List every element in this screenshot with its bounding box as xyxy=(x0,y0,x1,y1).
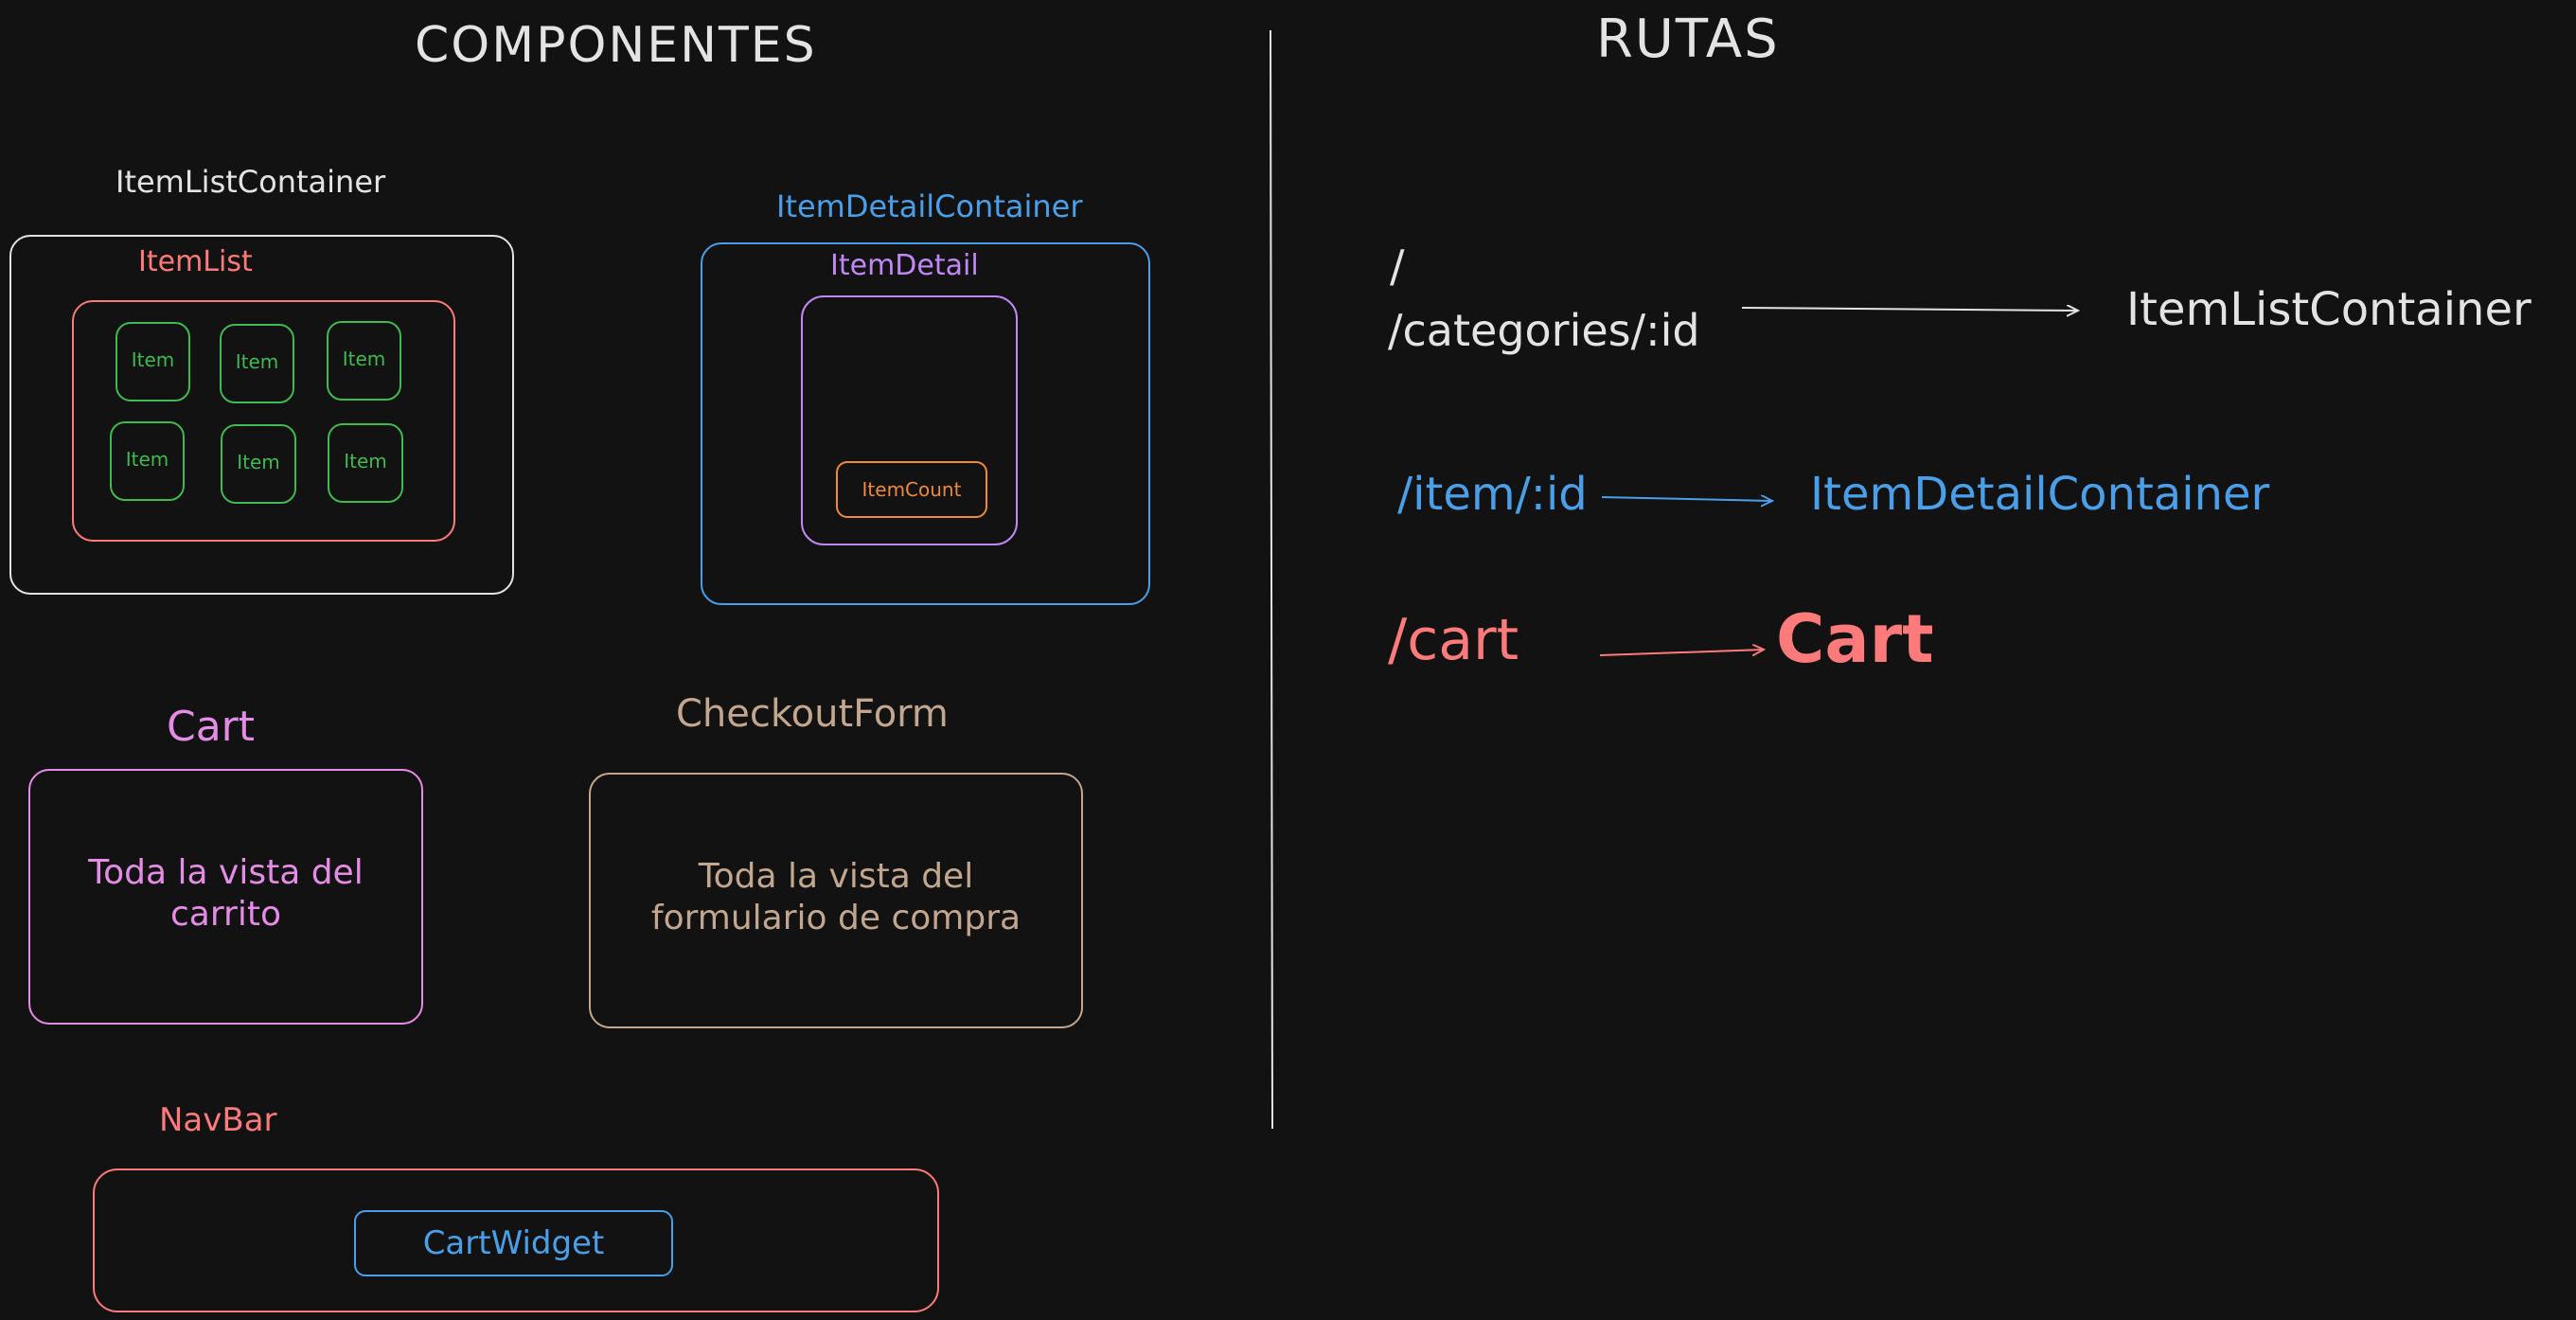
item-card: Item xyxy=(115,322,190,401)
route-component-cart: Cart xyxy=(1776,600,1934,678)
components-heading: COMPONENTES xyxy=(415,17,817,74)
arrow-cart-route xyxy=(1599,650,1764,655)
checkout-form-box: Toda la vista del formulario de compra xyxy=(589,773,1083,1028)
route-path-item: /item/:id xyxy=(1397,468,1588,521)
arrow-itemlist-route xyxy=(1741,308,2078,311)
cart-description-line1: Toda la vista del xyxy=(88,853,364,892)
item-count-label: ItemCount xyxy=(862,478,962,501)
item-card-label: Item xyxy=(125,448,169,471)
route-path-categories: /categories/:id xyxy=(1388,305,1700,356)
cart-label: Cart xyxy=(167,703,256,751)
item-list-box xyxy=(72,300,455,542)
checkout-description-line1: Toda la vista del xyxy=(698,857,974,896)
item-detail-container-label: ItemDetailContainer xyxy=(776,188,1083,224)
item-card: Item xyxy=(221,424,296,504)
item-list-container-box xyxy=(9,235,514,595)
navbar-box xyxy=(93,1168,939,1312)
item-card-label: Item xyxy=(342,348,386,370)
arrow-itemdetail-route xyxy=(1601,497,1772,501)
item-card-label: Item xyxy=(237,451,280,473)
cart-box: Toda la vista del carrito xyxy=(28,769,423,1025)
checkout-description-line2: formulario de compra xyxy=(650,899,1022,937)
route-path-root: / xyxy=(1390,241,1405,292)
cart-description-line2: carrito xyxy=(170,895,281,934)
item-list-container-label: ItemListContainer xyxy=(115,164,386,200)
item-card-label: Item xyxy=(131,348,175,371)
item-card: Item xyxy=(110,421,185,501)
cart-widget-box: CartWidget xyxy=(354,1210,673,1276)
item-count-box: ItemCount xyxy=(836,461,987,518)
item-card-label: Item xyxy=(235,350,279,373)
item-card: Item xyxy=(220,324,294,403)
item-detail-label: ItemDetail xyxy=(830,249,979,282)
route-component-item-detail-container: ItemDetailContainer xyxy=(1810,468,2270,521)
route-component-item-list-container: ItemListContainer xyxy=(2126,283,2532,336)
item-card: Item xyxy=(327,321,401,401)
routes-heading: RUTAS xyxy=(1596,9,1780,70)
route-path-cart: /cart xyxy=(1388,607,1519,673)
item-list-label: ItemList xyxy=(138,245,253,278)
section-divider xyxy=(1270,29,1273,1130)
cart-widget-label: CartWidget xyxy=(422,1224,605,1262)
item-card: Item xyxy=(328,423,403,503)
item-card-label: Item xyxy=(344,450,387,473)
item-detail-container-box xyxy=(701,242,1150,605)
item-detail-box xyxy=(801,295,1018,545)
checkout-form-label: CheckoutForm xyxy=(676,692,949,736)
navbar-label: NavBar xyxy=(159,1101,277,1139)
